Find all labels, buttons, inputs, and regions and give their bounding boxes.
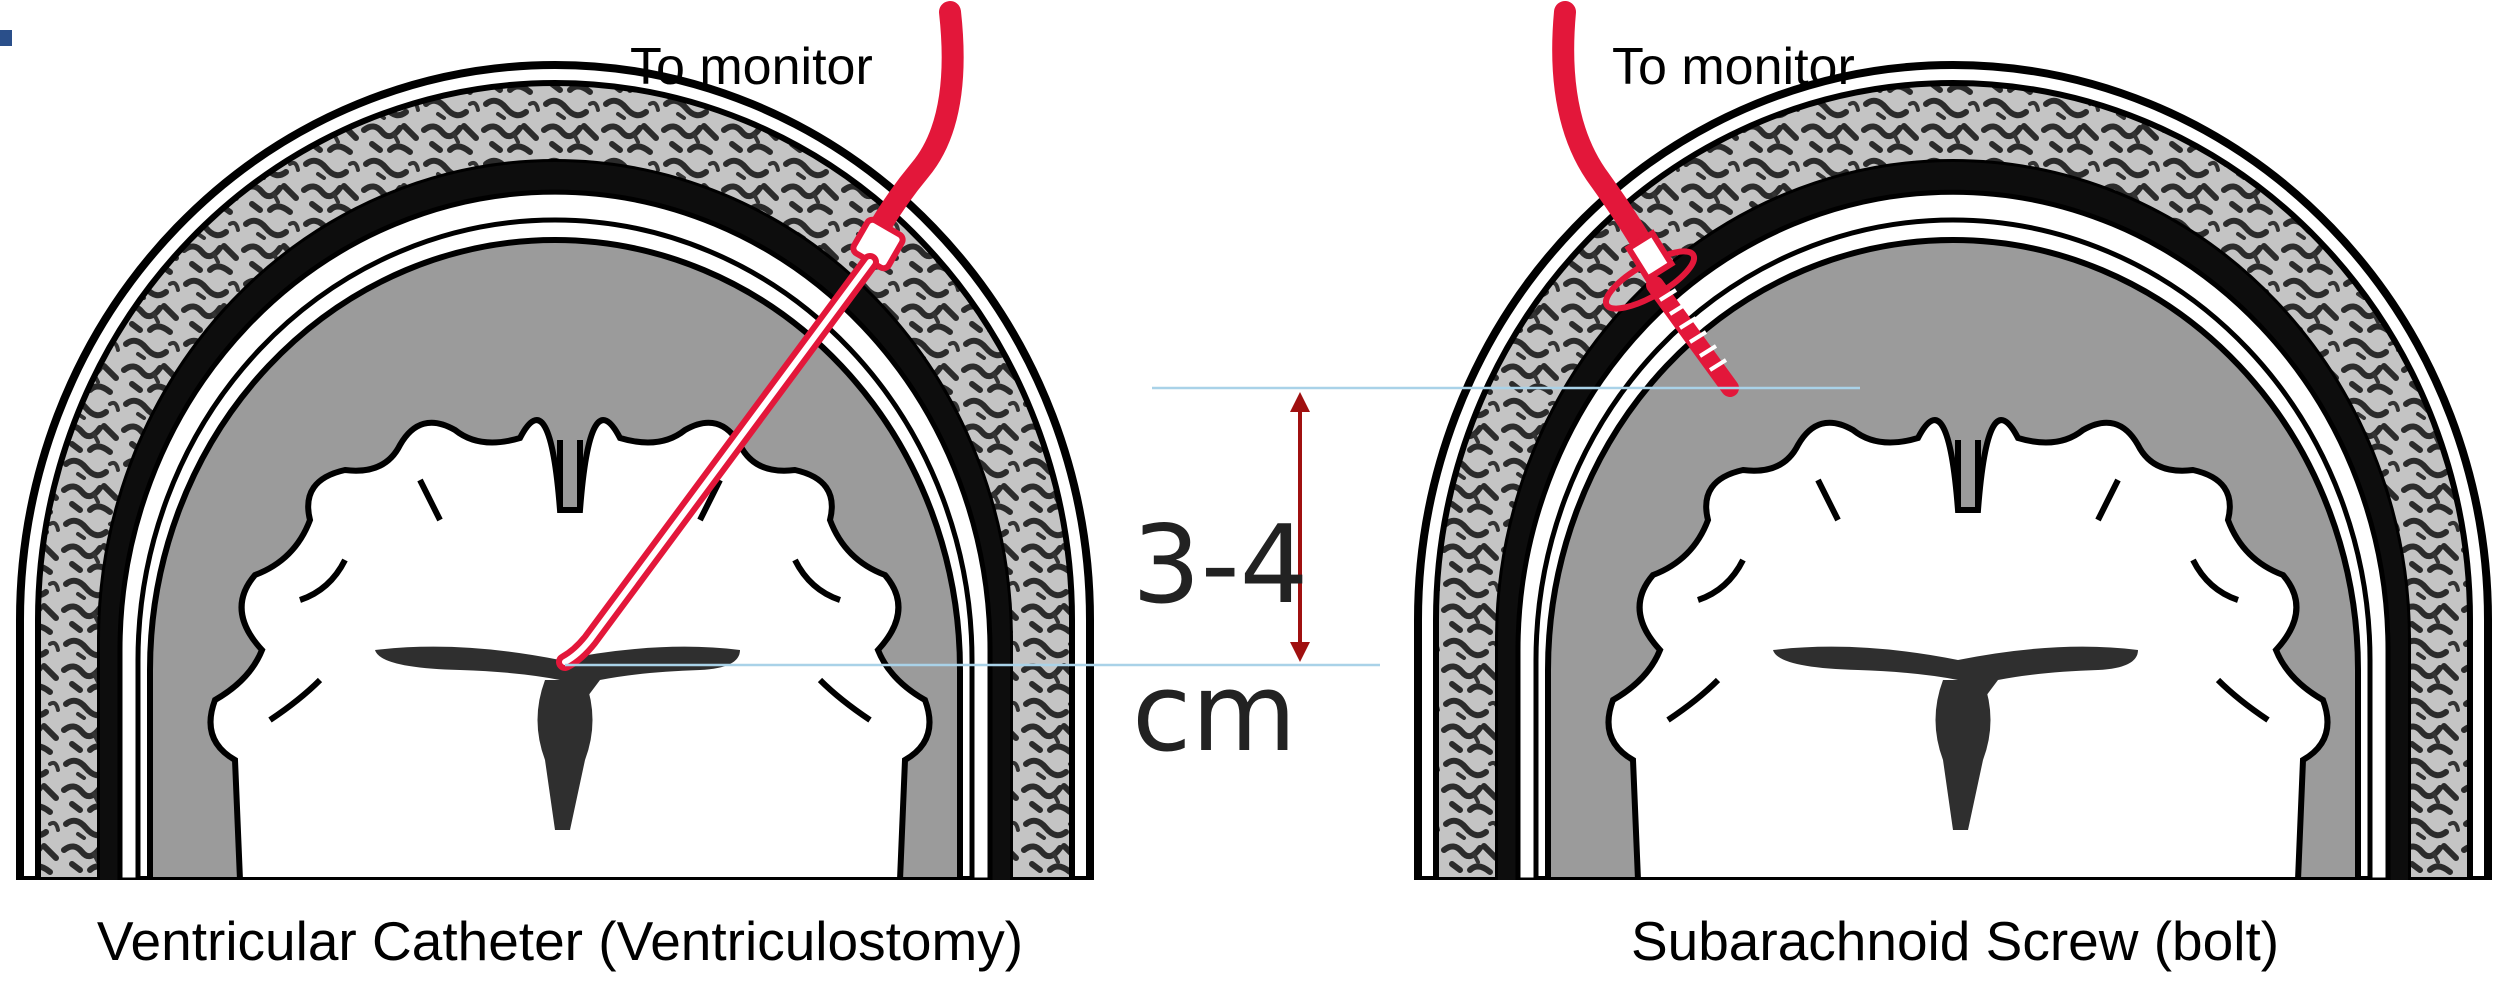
depth-value: 3-4 [1132, 503, 1308, 628]
right-caption: Subarachnoid Screw (bolt) [1631, 910, 2279, 972]
corner-mark [0, 30, 12, 46]
left-monitor-label: To monitor [630, 38, 873, 96]
depth-arrow-head-top [1290, 392, 1310, 412]
depth-unit: cm [1132, 651, 1297, 776]
right-monitor-label: To monitor [1612, 38, 1855, 96]
left-caption: Ventricular Catheter (Ventriculostomy) [97, 910, 1023, 972]
left-head [20, 65, 1090, 880]
right-head [1418, 65, 2488, 880]
left-monitor-line [875, 12, 953, 235]
